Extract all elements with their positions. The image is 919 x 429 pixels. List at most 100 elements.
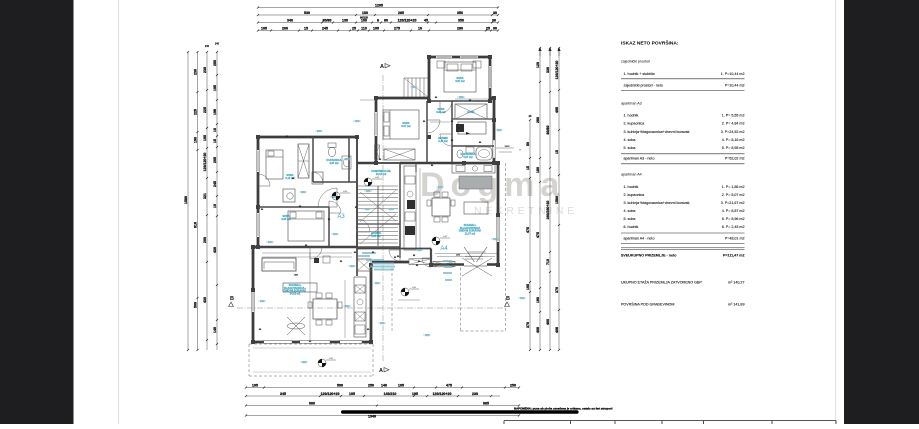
- svg-text:250: 250: [213, 60, 217, 66]
- svg-text:zajednički prostori - neto: zajednički prostori - neto: [624, 84, 663, 88]
- svg-text:120/120+20: 120/120+20: [433, 392, 452, 396]
- svg-text:475: 475: [446, 384, 452, 388]
- svg-text:509: 509: [194, 302, 198, 308]
- svg-text:zajednički prostori: zajednički prostori: [621, 60, 650, 64]
- svg-text:8,16 m2: 8,16 m2: [285, 177, 295, 180]
- svg-text:P=48,01 m2: P=48,01 m2: [725, 236, 745, 240]
- svg-text:SP 280/140 (2+2): SP 280/140 (2+2): [458, 101, 474, 103]
- svg-text:285: 285: [398, 11, 404, 15]
- svg-text:KUHINJA+: KUHINJA+: [289, 284, 302, 287]
- svg-text:90: 90: [354, 252, 357, 254]
- svg-text:10: 10: [213, 128, 217, 132]
- svg-text:4. soba: 4. soba: [624, 209, 637, 213]
- svg-text:KOMUNIKACIJE: KOMUNIKACIJE: [371, 170, 391, 173]
- svg-text:90: 90: [292, 178, 295, 180]
- svg-text:90: 90: [286, 136, 289, 138]
- svg-text:90: 90: [309, 341, 312, 343]
- svg-text:1. P=10,44 m2: 1. P=10,44 m2: [721, 72, 745, 76]
- svg-text:90: 90: [435, 97, 438, 99]
- svg-text:1. P= 5,55 m2: 1. P= 5,55 m2: [722, 114, 745, 118]
- svg-text:6. hodnik: 6. hodnik: [624, 225, 639, 229]
- svg-text:DNEVNI BORAVAK: DNEVNI BORAVAK: [284, 290, 307, 293]
- svg-text:90: 90: [328, 219, 331, 221]
- svg-text:406: 406: [536, 327, 540, 333]
- svg-text:8: 8: [377, 19, 379, 23]
- svg-text:POVRŠINA POD GRAĐEVINOM: POVRŠINA POD GRAĐEVINOM: [621, 302, 674, 307]
- svg-text:90: 90: [451, 140, 454, 142]
- svg-text:90: 90: [340, 261, 343, 263]
- svg-text:KUPAONICA: KUPAONICA: [461, 153, 476, 156]
- svg-text:SVEUKUPNO PRIZEMLJE - neto: SVEUKUPNO PRIZEMLJE - neto: [621, 254, 677, 258]
- svg-text:25: 25: [486, 27, 490, 31]
- svg-text:SOBA: SOBA: [456, 77, 463, 80]
- svg-text:A3: A3: [337, 214, 345, 220]
- svg-text:3. P=21,67 m2: 3. P=21,67 m2: [721, 201, 745, 205]
- svg-text:4. soba: 4. soba: [624, 138, 637, 142]
- svg-text:15: 15: [304, 27, 308, 31]
- svg-text:350: 350: [458, 19, 464, 23]
- svg-text:-0,05: -0,05: [412, 287, 416, 289]
- svg-text:UKUPNO ETAŽA PRIZEMLJA ZATVORE: UKUPNO ETAŽA PRIZEMLJA ZATVORENO GBP: [621, 280, 702, 285]
- svg-text:90: 90: [418, 261, 421, 263]
- svg-text:8,95 m2: 8,95 m2: [281, 218, 291, 221]
- svg-text:200: 200: [203, 237, 207, 243]
- svg-text:10: 10: [418, 27, 422, 31]
- svg-text:195: 195: [203, 135, 207, 141]
- svg-text:6. P= 2,45 m2: 6. P= 2,45 m2: [722, 225, 745, 229]
- svg-text:240: 240: [205, 45, 210, 48]
- svg-text:140: 140: [213, 327, 217, 333]
- svg-text:30: 30: [493, 11, 497, 15]
- svg-text:90: 90: [372, 252, 375, 254]
- svg-text:120: 120: [536, 62, 540, 68]
- svg-text:300: 300: [294, 275, 298, 277]
- svg-text:1. P= 1,86 m2: 1. P= 1,86 m2: [722, 185, 745, 189]
- svg-text:P=52,02 m2: P=52,02 m2: [725, 157, 745, 161]
- svg-text:SOBA: SOBA: [437, 108, 444, 111]
- svg-text:B: B: [506, 296, 510, 302]
- svg-text:120/120+20: 120/120+20: [203, 153, 207, 172]
- svg-text:15: 15: [526, 166, 530, 170]
- svg-text:8,07 m2: 8,07 m2: [401, 125, 411, 128]
- svg-text:3. P=24,52 m2: 3. P=24,52 m2: [721, 130, 745, 134]
- svg-text:SOBA: SOBA: [286, 174, 293, 177]
- svg-text:495: 495: [555, 107, 559, 113]
- svg-text:2. P= 5,07 m2: 2. P= 5,07 m2: [722, 193, 745, 197]
- svg-text:NAPOMENA: puna ab ploča označe: NAPOMENA: puna ab ploča označena je crtk…: [514, 406, 613, 410]
- svg-text:110: 110: [361, 27, 367, 31]
- svg-text:90: 90: [416, 265, 419, 267]
- svg-text:NEKRETNINE: NEKRETNINE: [474, 205, 578, 217]
- svg-text:195: 195: [213, 85, 217, 91]
- svg-text:1580: 1580: [555, 196, 559, 204]
- svg-text:160: 160: [536, 297, 540, 303]
- svg-text:90: 90: [423, 121, 426, 123]
- svg-text:8,87 m2: 8,87 m2: [455, 80, 465, 83]
- svg-text:A4: A4: [440, 246, 448, 252]
- svg-text:4. P= 8,87 m2: 4. P= 8,87 m2: [722, 209, 745, 213]
- svg-text:230: 230: [472, 392, 478, 396]
- svg-text:90: 90: [259, 329, 262, 331]
- svg-text:120/120+20: 120/120+20: [555, 61, 559, 80]
- svg-text:-0,05: -0,05: [343, 191, 347, 193]
- svg-text:80: 80: [384, 19, 388, 23]
- svg-text:90: 90: [493, 27, 497, 31]
- svg-text:140/210: 140/210: [384, 392, 397, 396]
- svg-text:710: 710: [546, 259, 550, 265]
- svg-text:430: 430: [203, 297, 207, 303]
- svg-text:BLAGOVAONICA: BLAGOVAONICA: [460, 227, 481, 230]
- svg-text:175: 175: [456, 255, 460, 257]
- svg-text:-0,05: -0,05: [375, 177, 379, 179]
- svg-text:KUPAONICA: KUPAONICA: [327, 159, 342, 162]
- svg-text:A: A: [379, 368, 383, 374]
- svg-text:180: 180: [536, 167, 540, 173]
- svg-text:apartman A3: apartman A3: [621, 102, 642, 106]
- svg-text:DNEVNI BORAVAK: DNEVNI BORAVAK: [459, 230, 482, 233]
- svg-text:80/80: 80/80: [546, 126, 550, 135]
- svg-text:195: 195: [373, 27, 379, 31]
- svg-text:100: 100: [362, 11, 368, 15]
- svg-text:140: 140: [381, 384, 387, 388]
- svg-text:5. soba: 5. soba: [624, 146, 637, 150]
- svg-text:280: 280: [536, 117, 540, 123]
- svg-text:190: 190: [194, 137, 198, 143]
- svg-text:90/120: 90/120: [360, 16, 368, 20]
- svg-text:A: A: [380, 64, 384, 70]
